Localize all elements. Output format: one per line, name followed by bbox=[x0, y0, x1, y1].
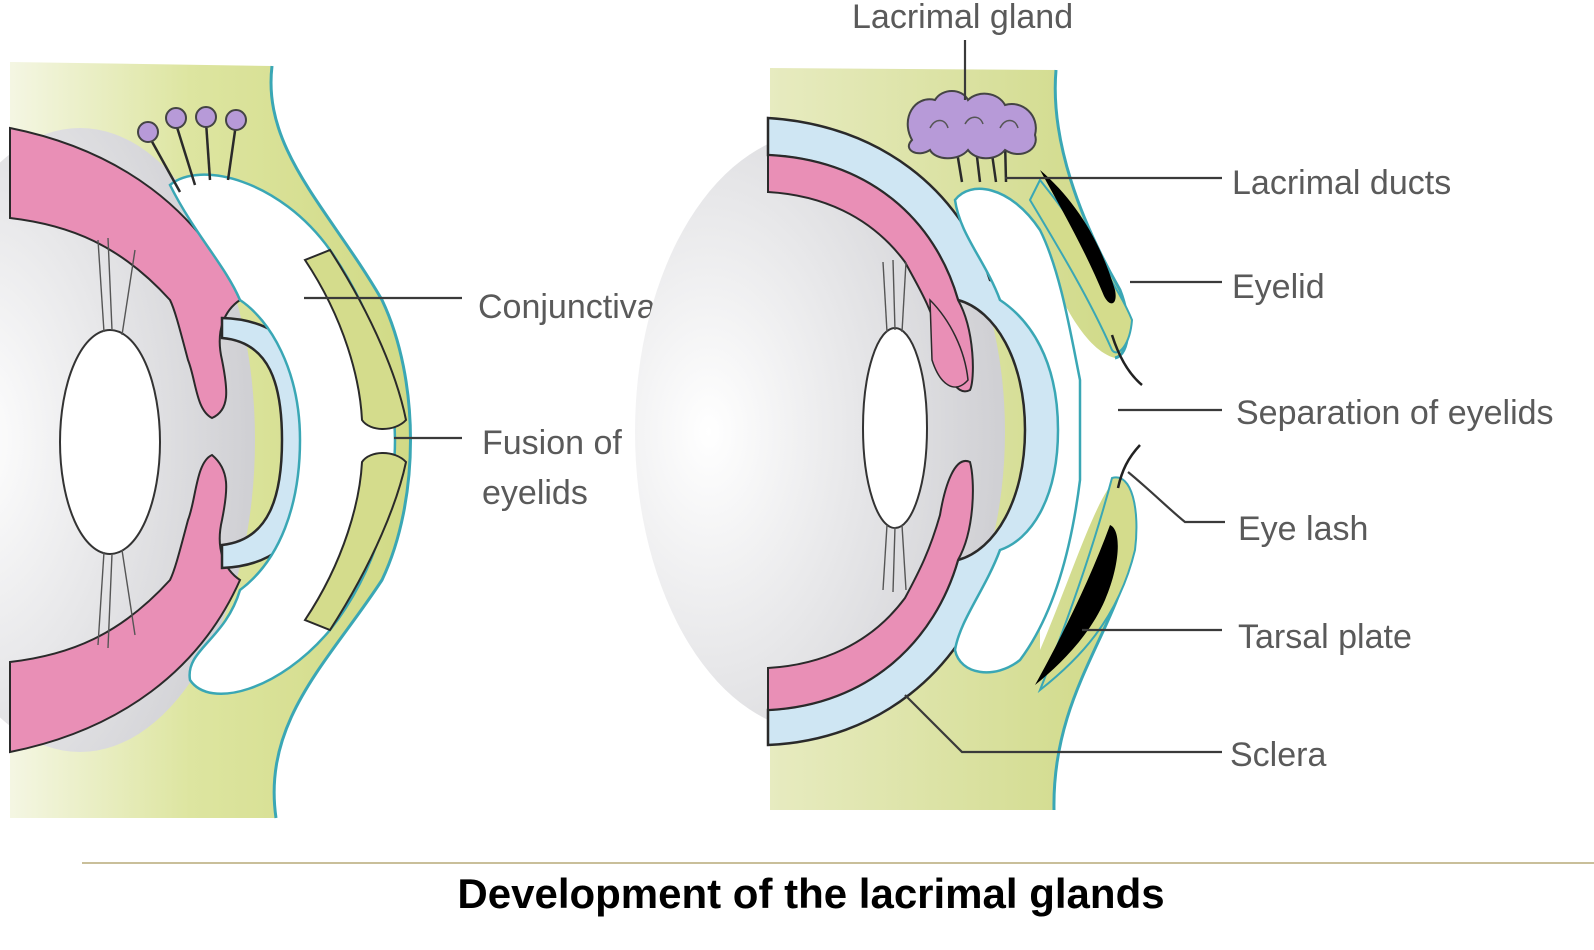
right-iris-upper bbox=[929, 298, 969, 388]
lacrimal-gland-lobes bbox=[906, 90, 1037, 160]
left-diagram: Conjunctival sac Fusion of eyelids bbox=[0, 62, 726, 819]
right-lower-eyelash bbox=[1116, 444, 1141, 489]
label-lacrimal-gland: Lacrimal gland bbox=[852, 0, 1073, 36]
right-conjunctival-sac bbox=[953, 187, 1082, 674]
left-bud-4 bbox=[225, 109, 247, 131]
right-pink-layer-lower bbox=[767, 460, 974, 712]
label-fusion-of-eyelids-line1: Fusion of bbox=[482, 424, 622, 462]
left-lacrimal-buds bbox=[137, 106, 247, 193]
label-tarsal-plate: Tarsal plate bbox=[1238, 618, 1412, 656]
right-lower-tarsal-plate bbox=[1035, 525, 1118, 685]
right-upper-eyelash bbox=[1110, 334, 1143, 386]
figure-caption: Development of the lacrimal glands bbox=[457, 870, 1165, 917]
right-lacrimal-gland bbox=[906, 90, 1037, 183]
left-pink-layer bbox=[9, 126, 242, 420]
right-diagram: Lacrimal gland Lacrimal ducts Eyelid Sep… bbox=[635, 0, 1554, 811]
label-fusion-of-eyelids-line2: eyelids bbox=[482, 474, 588, 512]
lacrimal-development-figure: Conjunctival sac Fusion of eyelids bbox=[0, 0, 1554, 819]
right-suspensory-fibers bbox=[882, 259, 907, 593]
label-eyelid: Eyelid bbox=[1232, 268, 1325, 306]
left-bud-1 bbox=[137, 121, 159, 143]
left-suspensory-fibers bbox=[97, 237, 136, 649]
left-bud-3 bbox=[195, 106, 217, 128]
left-pink-layer-lower bbox=[9, 453, 242, 754]
right-upper-tarsal-plate bbox=[1040, 170, 1116, 304]
caption-divider bbox=[82, 862, 1594, 864]
left-lower-eyelid bbox=[303, 452, 408, 632]
right-lens bbox=[862, 327, 928, 529]
label-sclera: Sclera bbox=[1230, 736, 1326, 774]
left-bud-2 bbox=[165, 107, 187, 129]
label-separation-of-eyelids: Separation of eyelids bbox=[1236, 394, 1554, 432]
leader-eye-lash bbox=[1127, 471, 1225, 524]
label-eye-lash: Eye lash bbox=[1238, 510, 1368, 548]
leader-sclera bbox=[904, 694, 1222, 754]
label-lacrimal-ducts: Lacrimal ducts bbox=[1232, 164, 1451, 202]
left-surface-ectoderm bbox=[269, 65, 412, 819]
left-lens bbox=[59, 329, 161, 555]
left-upper-eyelid bbox=[303, 248, 408, 430]
